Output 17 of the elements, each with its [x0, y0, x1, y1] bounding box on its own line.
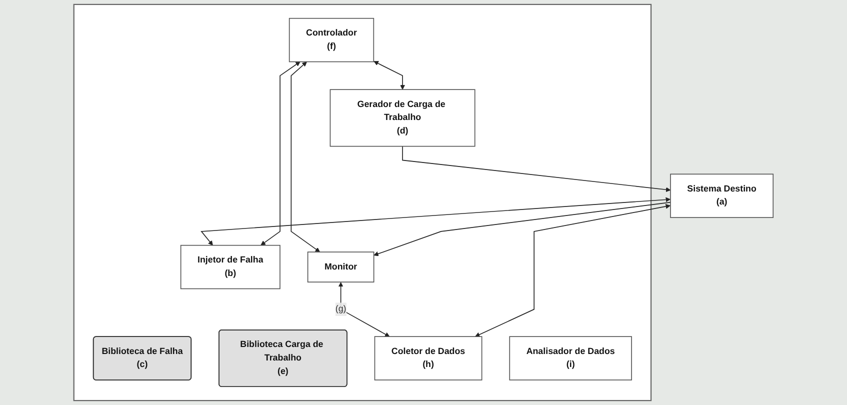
arrow: [374, 202, 671, 256]
node-box: Monitor: [307, 252, 374, 282]
arrow: [402, 146, 671, 192]
node-box: Gerador de Carga de Trabalho (d): [330, 89, 476, 147]
node-box: Controlador (f): [288, 18, 374, 62]
cluster: [73, 4, 652, 402]
arrow: [290, 62, 320, 252]
arrow: [260, 62, 300, 246]
arrow: [374, 61, 405, 90]
node-box: Sistema Destino (a): [670, 174, 774, 218]
node-box: Coletor de Dados (h): [374, 336, 482, 380]
node-box: Injetor de Falha (b): [180, 244, 280, 290]
node-box: Analisador de Dados (i): [509, 336, 632, 380]
arrow: [338, 282, 390, 337]
arrow: [474, 204, 670, 337]
edge-label: (g): [335, 304, 346, 314]
arrow: [200, 197, 670, 246]
